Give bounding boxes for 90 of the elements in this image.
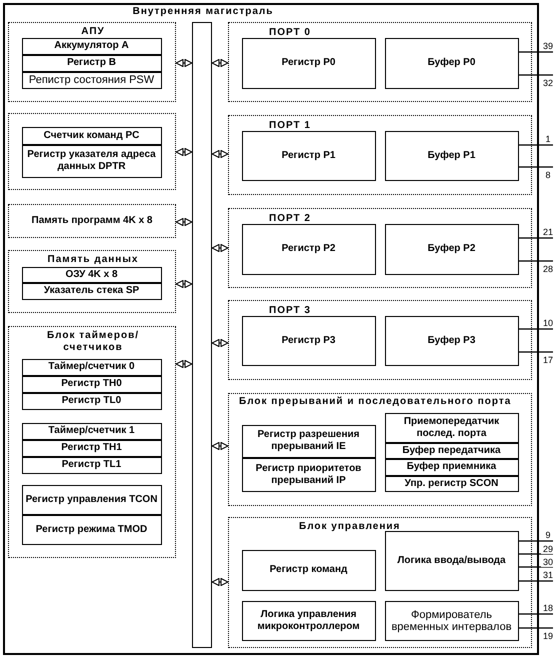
register-block: Регистр указателя адреса данных DPTR <box>22 144 162 178</box>
pin-number: 30 <box>541 557 555 567</box>
bus-label: Внутренняя магистраль <box>132 6 274 18</box>
group-title: ПОРТ 2 <box>269 213 312 225</box>
double-arrow <box>212 339 228 347</box>
pin-line <box>519 351 553 353</box>
pin-number: 10 <box>541 318 555 328</box>
register-block: Буфер передатчика <box>384 442 518 458</box>
register-block: Буфер P3 <box>384 316 518 366</box>
register-block: Таймер/счетчик 1 <box>22 422 162 440</box>
double-arrow <box>212 59 228 67</box>
register-block: Регистр команд <box>242 550 376 590</box>
pin-line <box>519 166 553 168</box>
group-frame <box>8 113 176 190</box>
register-block: Регистр управления TCON <box>22 484 162 514</box>
register-block: Регистр приоритетов прерываний IP <box>242 458 376 492</box>
double-arrow <box>212 150 228 158</box>
group-title: Блок управления <box>299 521 402 533</box>
register-block: Буфер P0 <box>384 38 518 88</box>
double-arrow <box>176 148 192 156</box>
group-title: ПОРТ 3 <box>269 305 312 317</box>
register-block: Регистр P3 <box>242 316 376 366</box>
register-block: Аккумулятор A <box>22 38 162 54</box>
group-frame <box>8 22 176 102</box>
pin-number: 17 <box>541 355 555 365</box>
register-block: Регистр TL1 <box>22 456 162 474</box>
register-block: Таймер/счетчик 0 <box>22 358 162 376</box>
group-frame <box>228 22 532 102</box>
pin-line <box>519 237 553 239</box>
register-block: Формирователь временных интервалов <box>384 600 518 640</box>
register-block: Регистр P2 <box>242 224 376 274</box>
register-block: ОЗУ 4K x 8 <box>22 266 162 282</box>
register-block: Регистр P1 <box>242 130 376 180</box>
double-arrow <box>176 218 192 226</box>
double-arrow <box>212 244 228 252</box>
pin-number: 19 <box>541 631 555 641</box>
group-title: Блок прерываний и последовательного порта <box>239 396 512 408</box>
pin-line <box>519 627 553 629</box>
pin-line <box>519 74 553 76</box>
register-block: Буфер P1 <box>384 130 518 180</box>
pin-line <box>519 540 553 542</box>
pin-line <box>519 328 553 330</box>
register-block: Буфер P2 <box>384 224 518 274</box>
pin-line <box>519 580 553 582</box>
pin-number: 18 <box>541 603 555 613</box>
register-block: Упр. регистр SCON <box>384 476 518 492</box>
register-block: Счетчик команд PC <box>22 126 162 144</box>
group-title: ПОРТ 0 <box>269 27 312 39</box>
pin-number: 21 <box>541 227 555 237</box>
double-arrow <box>212 578 228 586</box>
pin-number: 32 <box>541 78 555 88</box>
register-block: Логика управления микроконтроллером <box>242 600 376 640</box>
double-arrow <box>176 360 192 368</box>
register-block: Регистр B <box>22 54 162 72</box>
pin-line <box>519 144 553 146</box>
pin-line <box>519 613 553 615</box>
pin-number: 29 <box>541 544 555 554</box>
group-frame <box>228 393 532 506</box>
double-arrow <box>176 59 192 67</box>
group-title: Память данных <box>46 254 140 266</box>
pin-line <box>519 553 553 555</box>
pin-line <box>519 566 553 568</box>
pin-line <box>519 51 553 53</box>
register-block: Регистр TH1 <box>22 440 162 456</box>
register-block: Регистр TL0 <box>22 392 162 410</box>
register-block: Регистр режима TMOD <box>22 514 162 544</box>
double-arrow <box>212 442 228 450</box>
group-title: ПОРТ 1 <box>269 120 312 132</box>
pin-number: 39 <box>541 41 555 51</box>
group-frame <box>8 326 176 558</box>
register-block: Указатель стека SP <box>22 282 162 300</box>
group-frame <box>228 517 532 648</box>
register-block: Регистр P0 <box>242 38 376 88</box>
group-frame <box>228 300 532 380</box>
group-frame <box>8 250 176 313</box>
register-block: Репистр состояния PSW <box>22 72 162 88</box>
pin-number: 28 <box>541 264 555 274</box>
register-block: Приемопередатчик послед. порта <box>384 412 518 442</box>
pin-number: 31 <box>541 570 555 580</box>
register-block: Регистр TH0 <box>22 376 162 392</box>
pin-line <box>519 260 553 262</box>
double-arrow <box>176 280 192 288</box>
group-title: Блок таймеров/счетчиков <box>46 330 140 354</box>
register-block: Логика ввода/вывода <box>384 530 518 590</box>
group-frame <box>228 208 532 288</box>
register-block: Буфер приемника <box>384 458 518 476</box>
group-frame <box>228 115 532 195</box>
group-title: АПУ <box>80 26 106 38</box>
memory-block: Память программ 4K x 8 <box>8 204 176 238</box>
register-block: Регистр разрешения прерываний IE <box>242 424 376 458</box>
